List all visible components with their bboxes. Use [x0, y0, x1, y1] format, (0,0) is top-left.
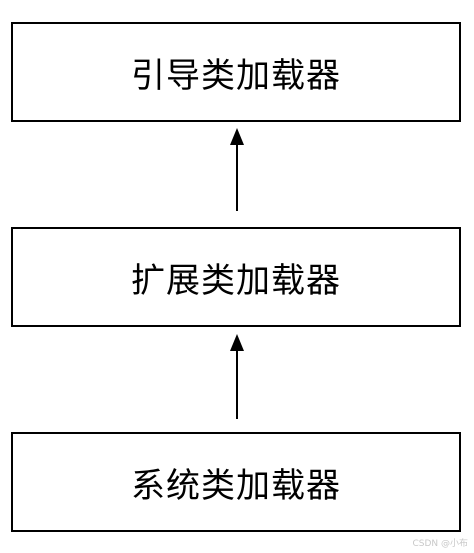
node-system-classloader: 系统类加载器: [11, 432, 461, 532]
arrow-extension-to-bootstrap: [230, 128, 244, 211]
node-bootstrap-classloader: 引导类加载器: [11, 22, 461, 122]
arrowhead: [230, 334, 244, 351]
node-label: 扩展类加载器: [131, 260, 341, 301]
node-label: 引导类加载器: [131, 55, 341, 96]
arrow-system-to-extension: [230, 334, 244, 419]
node-label: 系统类加载器: [131, 465, 341, 506]
watermark: CSDN @小布: [412, 539, 468, 549]
node-extension-classloader: 扩展类加载器: [11, 227, 461, 327]
arrowhead: [230, 128, 244, 145]
